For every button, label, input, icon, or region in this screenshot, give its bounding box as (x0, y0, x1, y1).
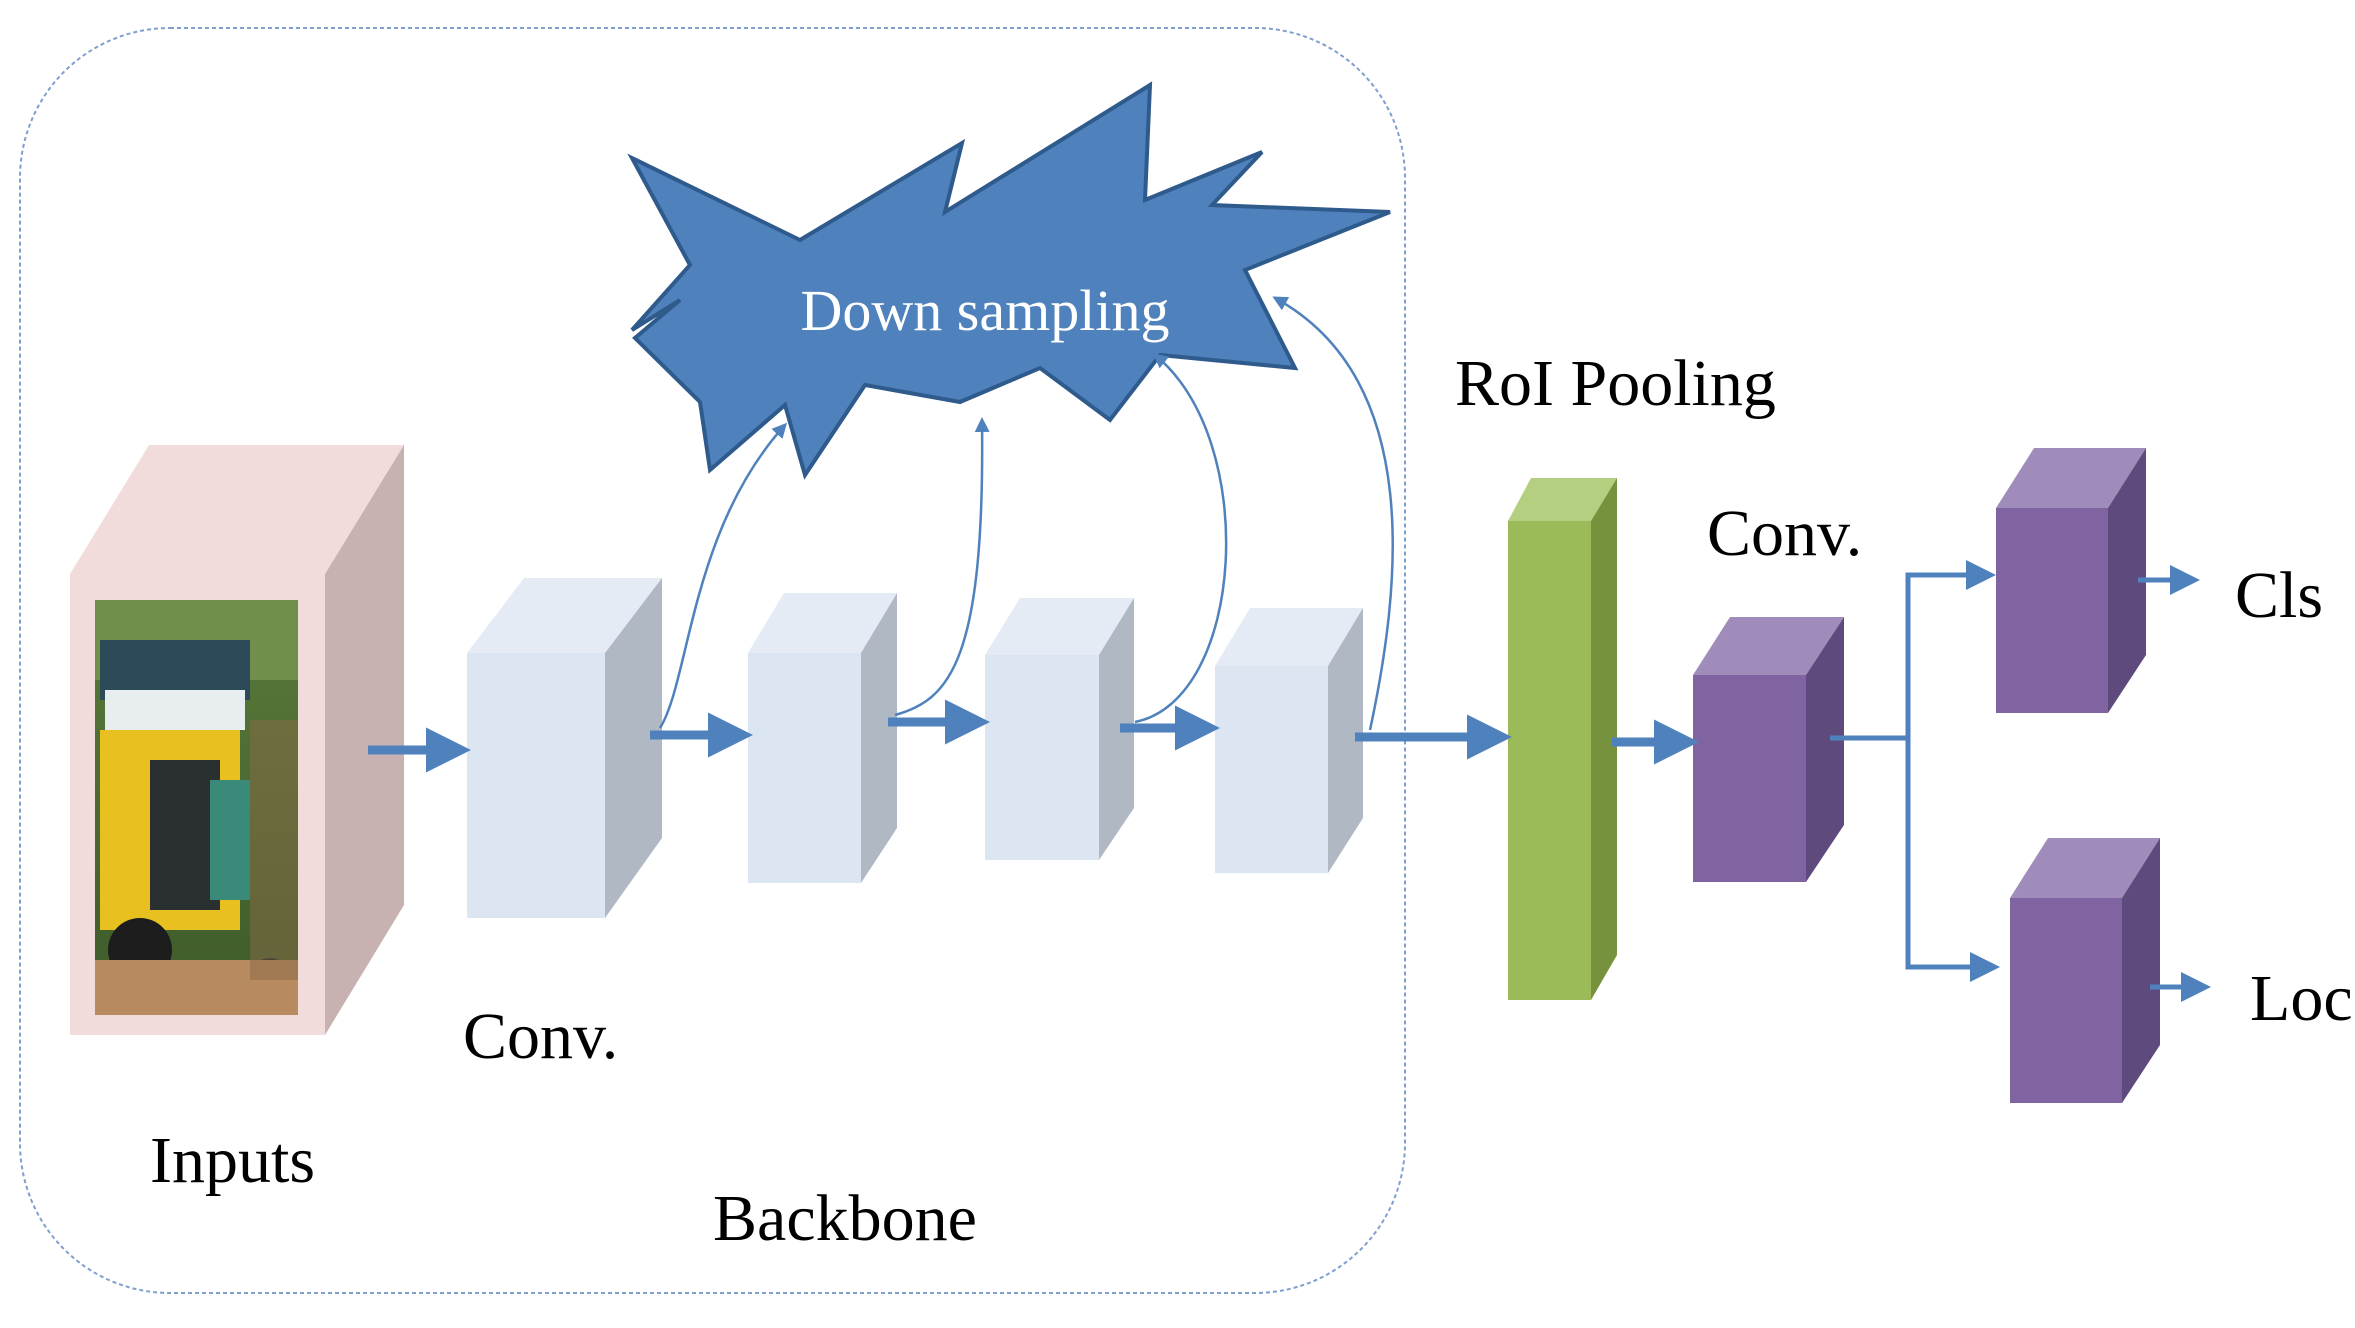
flow-arrows (368, 560, 2211, 1002)
cls-label: Cls (2235, 559, 2323, 632)
backbone-label: Backbone (713, 1182, 977, 1255)
arrow-head-conv-to-loc (1905, 738, 2000, 982)
curve-conv3-to-down-sampling (1134, 353, 1228, 724)
curve-conv2-to-down-sampling (894, 417, 990, 717)
down-sampling-label: Down sampling (801, 278, 1170, 343)
backbone-conv-block-3 (985, 598, 1134, 860)
loc-label: Loc (2250, 962, 2353, 1035)
backbone-conv-label: Conv. (463, 1000, 618, 1073)
auto-rickshaw-photo-icon (95, 600, 298, 1015)
loc-block (2010, 838, 2160, 1103)
inputs-label: Inputs (150, 1124, 315, 1197)
backbone-boundary (19, 27, 1406, 1294)
head-conv-label: Conv. (1707, 497, 1862, 570)
backbone-conv-block-2 (748, 593, 897, 883)
arrow-head-conv-branch (1830, 560, 1996, 741)
curve-conv4-to-down-sampling (1272, 296, 1394, 731)
down-sampling-arrows (658, 296, 1394, 731)
roi-pooling-label: RoI Pooling (1455, 347, 1776, 420)
roi-pooling-block (1508, 478, 1617, 1000)
down-sampling-starburst: Down sampling (627, 81, 1391, 480)
backbone-conv-block-1 (467, 578, 662, 918)
input-block (70, 445, 404, 1035)
head-conv-block (1693, 617, 1844, 882)
curve-conv1-to-down-sampling (658, 422, 788, 729)
backbone-conv-block-4 (1215, 608, 1363, 873)
cls-block (1996, 448, 2146, 713)
